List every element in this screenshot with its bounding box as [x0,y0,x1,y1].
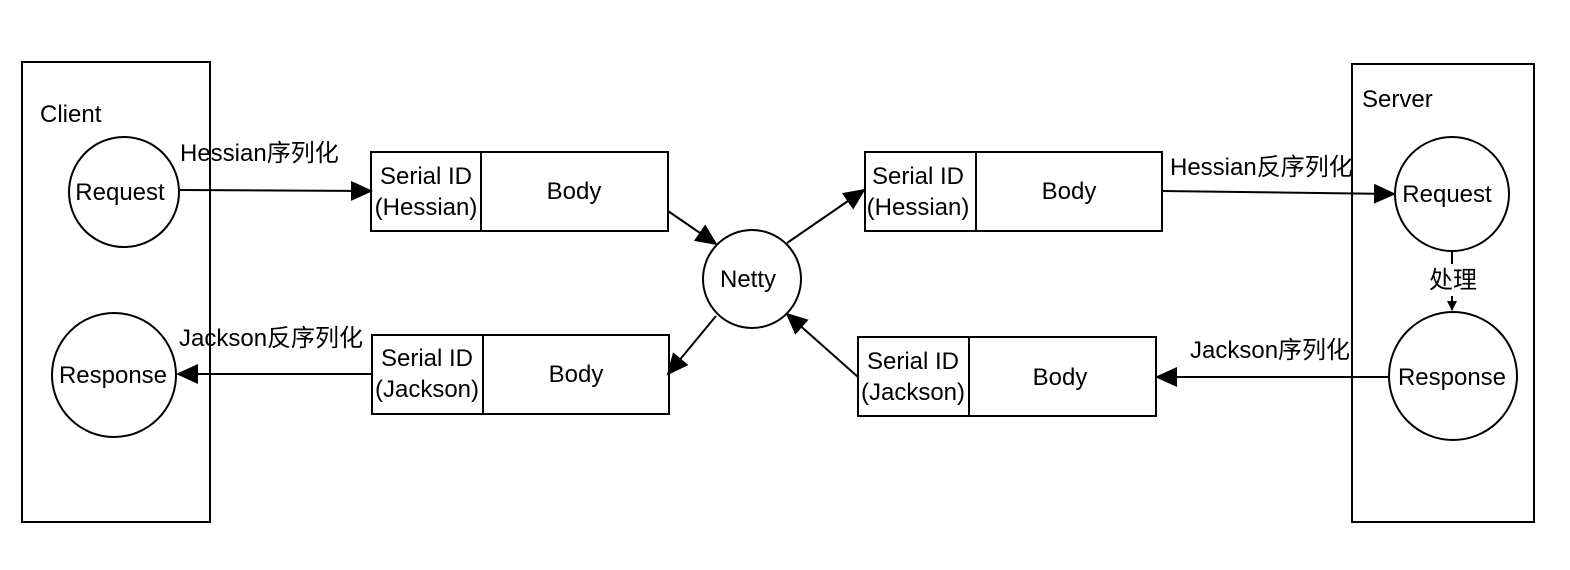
label-client-serialize: Hessian序列化 [180,140,339,167]
client-container [21,61,211,523]
packet-serial-line2: (Hessian) [867,194,970,221]
client-request-label: Request [75,179,165,206]
packet-body-cell [968,336,1157,417]
packet-serial-cell [370,151,482,232]
arrow-packet-to-netty [667,210,718,246]
arrow-server-packet-to-request [1161,183,1396,204]
client-request-node [68,136,180,248]
label-server-serialize: Jackson序列化 [1190,337,1350,364]
arrow-server-packet-to-netty [785,312,859,378]
packet-client-out: Serial ID (Hessian) Body [370,151,669,232]
packet-server-out: Serial ID (Jackson) Body [857,336,1157,417]
server-request-label: Request [1402,181,1492,208]
server-title: Server [1362,86,1433,113]
server-container [1351,63,1535,523]
server-response-label: Response [1398,364,1506,391]
packet-serial-line2: (Jackson) [861,379,965,406]
client-response-label: Response [59,362,167,389]
packet-body-cell [482,334,670,415]
packet-body-label: Body [1042,178,1097,205]
server-process-label: 处理 [1429,267,1477,294]
netty-node [702,229,802,329]
arrow-netty-to-client-packet [666,315,717,376]
packet-serial-line2: (Jackson) [375,376,479,403]
packet-serial-line1: Serial ID [872,163,964,190]
packet-serial-line1: Serial ID [381,345,473,372]
packet-serial-line2: (Hessian) [375,194,478,221]
packet-body-label: Body [547,178,602,205]
packet-serial-line1: Serial ID [380,163,472,190]
arrow-client-request-to-packet [179,180,373,201]
packet-server-in: Serial ID (Hessian) Body [864,151,1163,232]
packet-body-cell [480,151,669,232]
netty-label: Netty [720,266,776,293]
server-process-label-bg [1424,264,1482,296]
label-client-deserialize: Jackson反序列化 [179,325,363,352]
packet-body-label: Body [549,361,604,388]
label-server-deserialize: Hessian反序列化 [1170,154,1353,181]
packet-client-in: Serial ID (Jackson) Body [371,334,670,415]
arrow-netty-to-server-packet [786,188,866,244]
packet-serial-line1: Serial ID [867,348,959,375]
client-title: Client [40,101,102,128]
packet-body-cell [975,151,1163,232]
packet-body-label: Body [1033,364,1088,391]
